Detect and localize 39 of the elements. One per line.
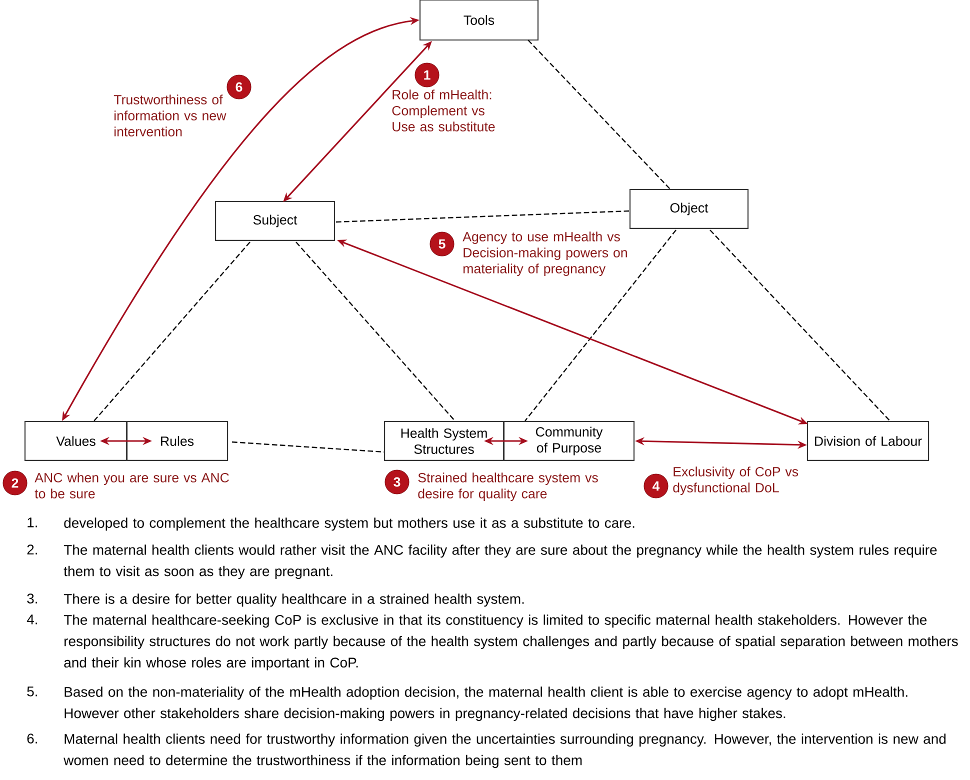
list-item: Based on the non-materiality of the mHealth adoption decision, the maternal health client is able to exercise agency to adopt mHealth. However other stakeholders share decision-making powers in pregnancy-related decisions that have higher stakes.: [64, 686, 908, 721]
list-item: developed to complement the healthcare system but mothers use it as a substitute to care.: [64, 518, 634, 531]
activity-box: Health System Structures: [384, 421, 504, 461]
list-item: The maternal healthcare-seeking CoP is exclusive in that its constituency is limited to specific maternal health stakeholders. However the responsibility structures do not work partly because of the health system challenges and partly because of spatial separation between mothers and their kin whose roles are important in CoP.: [64, 614, 958, 670]
annotation-text: Strained healthcare system vs desire for quality care: [418, 472, 598, 502]
connector-line: [94, 242, 250, 422]
list-item: The maternal health clients would rather visit the ANC facility after they are sure about the pregnancy while the health system rules require them to visit as soon as they are pregnant.: [64, 544, 937, 579]
list-number: 6.: [27, 734, 37, 744]
callout-number: 5: [430, 232, 454, 256]
callout-number: 2: [2, 470, 28, 496]
annotation-text: Role of mHealth: Complement vs Use as substitute: [392, 90, 495, 132]
list-number: 2.: [27, 544, 37, 554]
callout-number: 1: [414, 62, 440, 88]
connector-line: [232, 441, 384, 453]
activity-box: Values: [24, 421, 128, 461]
list-number: 5.: [27, 686, 37, 696]
annotation-text: Trustworthiness of information vs new intervention: [114, 94, 226, 136]
connector-line: [336, 210, 630, 223]
annotation-text: Agency to use mHealth vs Decision-making powers on materiality of pregnancy: [462, 232, 627, 276]
activity-box: Subject: [215, 201, 335, 241]
activity-box: Community of Purpose: [503, 421, 635, 461]
connector-line: [710, 230, 890, 422]
callout-number: 3: [384, 470, 410, 494]
activity-box: Object: [629, 189, 749, 229]
list-number: 3.: [27, 594, 37, 604]
list-number: 4.: [26, 614, 37, 624]
connector-line: [296, 242, 456, 422]
activity-box: Division of Labour: [806, 421, 930, 461]
annotation-text: Exclusivity of CoP vs dysfunctional DoL: [673, 466, 798, 496]
activity-box: Rules: [126, 421, 228, 461]
callout-number: 4: [644, 474, 668, 498]
list-item: Maternal health clients need for trustworthy information given the uncertainties surrounding pregnancy. However, the intervention is new and women need to determine the trustworthiness if the information being sent to them: [64, 734, 946, 768]
connector-line: [524, 230, 676, 422]
annotation-text: ANC when you are sure vs ANC to be sure: [34, 472, 229, 498]
callout-number: 6: [226, 74, 252, 100]
list-item: There is a desire for better quality healthcare in a strained health system.: [64, 594, 524, 607]
connector-line: [528, 40, 670, 190]
activity-box: Tools: [419, 0, 539, 41]
list-number: 1.: [28, 518, 37, 528]
